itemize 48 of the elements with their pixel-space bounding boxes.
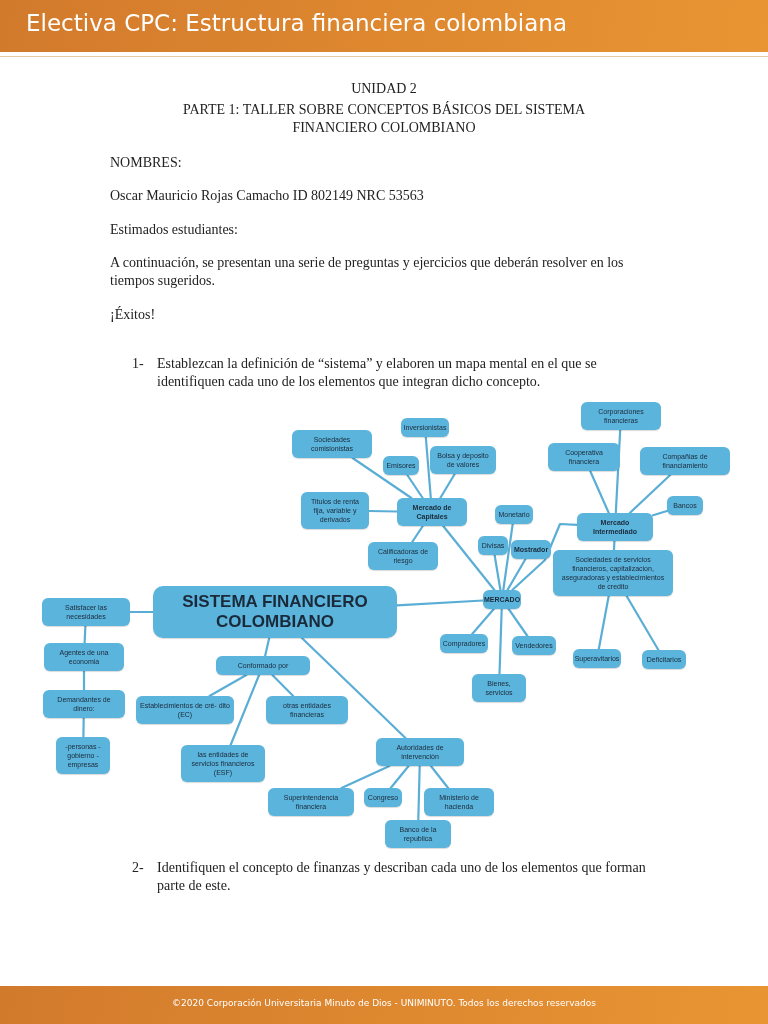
connector-line xyxy=(625,594,660,652)
connector-line xyxy=(411,524,424,544)
connector-line xyxy=(351,456,413,500)
central-topic-box: SISTEMA FINANCIERO COLOMBIANO xyxy=(153,586,397,638)
connector-line xyxy=(128,610,155,614)
connector-line xyxy=(424,435,432,500)
connector-line xyxy=(417,764,421,822)
connector-line xyxy=(442,524,496,592)
connector-line xyxy=(589,469,610,515)
connector-line xyxy=(271,673,295,698)
text-paragraph: NOMBRES: xyxy=(110,154,183,172)
connector-line xyxy=(82,716,85,739)
text-paragraph: Oscar Mauricio Rojas Camacho ID 802149 NRC 53563 xyxy=(110,187,425,205)
connector-line xyxy=(389,764,410,790)
connector-line xyxy=(264,636,271,658)
header-title: Electiva CPC: Estructura financiera colombiana xyxy=(26,10,567,36)
list-number: 1- xyxy=(132,355,145,373)
connector-line xyxy=(208,673,248,698)
connector-line xyxy=(300,636,407,740)
text-paragraph: Estimados estudiantes: xyxy=(110,221,239,239)
text-paragraph: A continuación, se presentan una serie de preguntas y ejercicios que deberán resolver en los tiempos sugeridos. xyxy=(110,254,625,290)
connector-line xyxy=(612,539,616,552)
connector-line xyxy=(439,472,456,500)
connector-line xyxy=(406,473,424,500)
connector-line xyxy=(651,509,669,517)
connector-line xyxy=(628,473,672,515)
connector-line xyxy=(471,607,495,636)
list-number: 2- xyxy=(132,859,145,877)
connector-line xyxy=(395,599,485,607)
connector-line xyxy=(502,522,514,592)
connector-line xyxy=(429,764,450,790)
connector-line xyxy=(511,522,579,592)
connector-line xyxy=(83,624,87,645)
connector-line xyxy=(493,553,502,592)
connector-line xyxy=(229,673,261,747)
text-paragraph: Identifiquen el concepto de finanzas y describan cada uno de los elementos que forman parte de este. xyxy=(157,859,647,895)
connector-line xyxy=(507,607,529,638)
text-paragraph: PARTE 1: TALLER SOBRE CONCEPTOS BÁSICOS DEL SISTEMA FINANCIERO COLOMBIANO xyxy=(181,101,587,137)
connector-line xyxy=(340,764,391,790)
text-paragraph: Establezcan la definición de “sistema” y elaboren un mapa mental en el que se identifiquen cada uno de los elementos que integran dicho concepto. xyxy=(157,355,598,391)
connector-line xyxy=(498,607,503,676)
connector-line xyxy=(82,669,86,692)
connector-line xyxy=(597,594,610,651)
connector-line xyxy=(367,509,399,513)
footer-text: ©2020 Corporación Universitaria Minuto de Dios - UNIMINUTO. Todos los derechos reservados xyxy=(171,998,597,1008)
connector-line xyxy=(506,557,527,592)
text-paragraph: UNIDAD 2 xyxy=(350,80,418,98)
text-paragraph: ¡Éxitos! xyxy=(110,306,157,324)
